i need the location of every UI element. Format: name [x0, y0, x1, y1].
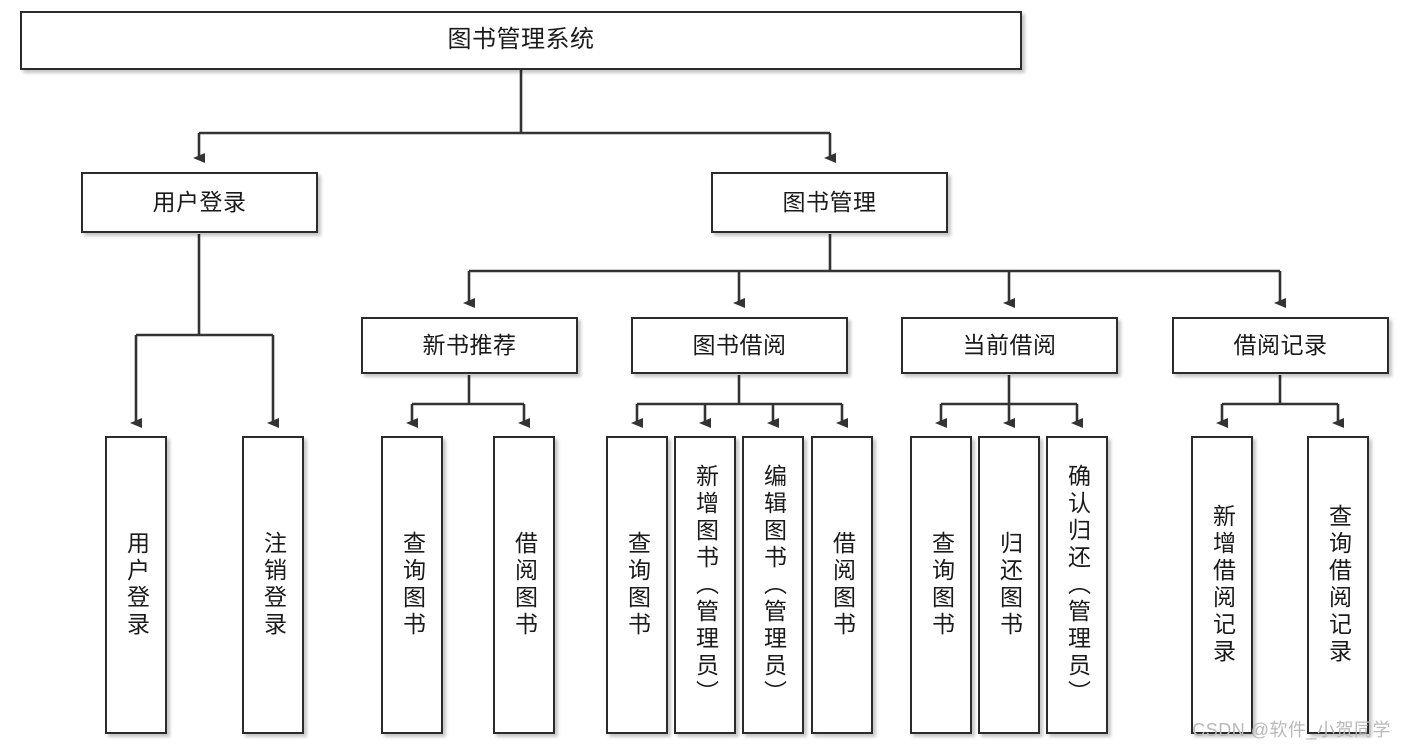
leaf-confirm-return-label: 确认归还（管理员）: [1064, 463, 1091, 707]
node-user-login-label: 用户登录: [152, 188, 247, 215]
node-root-label: 图书管理系统: [447, 26, 595, 54]
node-borrow-record[interactable]: 借阅记录: [1172, 317, 1389, 374]
leaf-borrow-book-b[interactable]: 借阅图书: [811, 436, 873, 734]
leaf-borrow-book-a-label: 借阅图书: [511, 531, 538, 639]
node-book-manage[interactable]: 图书管理: [711, 172, 948, 233]
leaf-return-book-label: 归还图书: [996, 531, 1023, 639]
leaf-add-record[interactable]: 新增借阅记录: [1191, 436, 1253, 734]
node-root[interactable]: 图书管理系统: [20, 11, 1022, 70]
leaf-add-record-label: 新增借阅记录: [1209, 504, 1236, 666]
node-user-login[interactable]: 用户登录: [81, 172, 318, 233]
node-current-borrow-label: 当前借阅: [962, 331, 1057, 358]
node-new-book-recommend[interactable]: 新书推荐: [361, 317, 578, 374]
leaf-query-book-a-label: 查询图书: [399, 531, 426, 639]
leaf-query-book-b-label: 查询图书: [624, 531, 651, 639]
leaf-borrow-book-a[interactable]: 借阅图书: [493, 436, 555, 734]
leaf-add-book-label: 新增图书（管理员）: [692, 463, 719, 707]
node-book-borrow[interactable]: 图书借阅: [631, 317, 848, 374]
leaf-user-login[interactable]: 用户登录: [105, 436, 167, 734]
leaf-borrow-book-b-label: 借阅图书: [829, 531, 856, 639]
leaf-logout-label: 注销登录: [260, 531, 287, 639]
leaf-query-book-c-label: 查询图书: [928, 531, 955, 639]
leaf-edit-book-label: 编辑图书（管理员）: [760, 463, 787, 707]
leaf-user-login-label: 用户登录: [123, 531, 150, 639]
node-new-book-recommend-label: 新书推荐: [422, 331, 517, 358]
leaf-logout[interactable]: 注销登录: [242, 436, 304, 734]
leaf-edit-book[interactable]: 编辑图书（管理员）: [742, 436, 804, 734]
leaf-query-book-c[interactable]: 查询图书: [910, 436, 972, 734]
leaf-query-record-label: 查询借阅记录: [1325, 504, 1352, 666]
leaf-confirm-return[interactable]: 确认归还（管理员）: [1046, 436, 1108, 734]
leaf-return-book[interactable]: 归还图书: [978, 436, 1040, 734]
node-current-borrow[interactable]: 当前借阅: [901, 317, 1118, 374]
node-book-manage-label: 图书管理: [782, 188, 877, 215]
leaf-query-book-a[interactable]: 查询图书: [381, 436, 443, 734]
leaf-query-record[interactable]: 查询借阅记录: [1307, 436, 1369, 734]
leaf-query-book-b[interactable]: 查询图书: [606, 436, 668, 734]
leaf-add-book[interactable]: 新增图书（管理员）: [674, 436, 736, 734]
node-book-borrow-label: 图书借阅: [692, 331, 787, 358]
node-borrow-record-label: 借阅记录: [1233, 331, 1328, 358]
